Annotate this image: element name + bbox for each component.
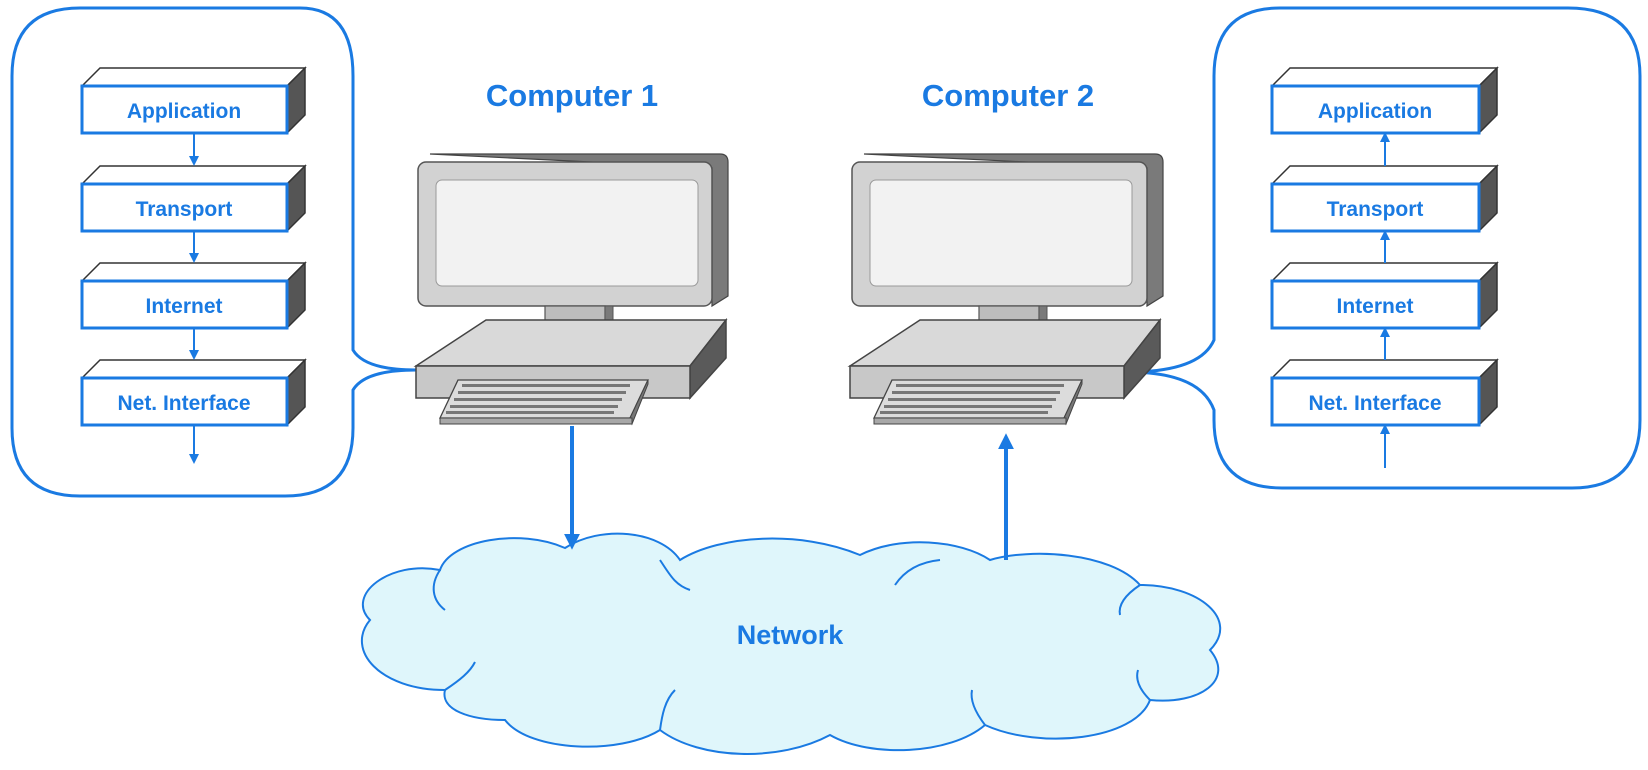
right-layer-application: Application (1270, 66, 1499, 135)
computer-2-title: Computer 2 (922, 78, 1094, 113)
right-layer-net-interface: Net. Interface (1270, 358, 1499, 427)
left-layer-application: Application (80, 66, 307, 135)
left-layer-label: Net. Interface (117, 392, 250, 415)
network-cloud (360, 532, 1222, 755)
right-layer-label: Transport (1327, 198, 1424, 221)
computer-2-icon (847, 153, 1164, 426)
right-layer-label: Internet (1336, 295, 1413, 318)
right-layer-transport: Transport (1270, 164, 1499, 233)
left-layer-label: Application (127, 100, 241, 123)
right-stack-bubble (1127, 6, 1642, 490)
right-layer-label: Net. Interface (1308, 392, 1441, 415)
computer-1-icon (413, 153, 729, 426)
left-stack-bubble (10, 6, 417, 498)
right-layer-internet: Internet (1270, 261, 1499, 330)
left-layer-transport: Transport (80, 164, 307, 233)
network-label: Network (737, 620, 845, 650)
right-layer-label: Application (1318, 100, 1432, 123)
computer-1-title: Computer 1 (486, 78, 658, 113)
left-layer-internet: Internet (80, 261, 307, 330)
left-layer-label: Transport (136, 198, 233, 221)
left-layer-net-interface: Net. Interface (80, 358, 307, 427)
left-layer-label: Internet (145, 295, 222, 318)
